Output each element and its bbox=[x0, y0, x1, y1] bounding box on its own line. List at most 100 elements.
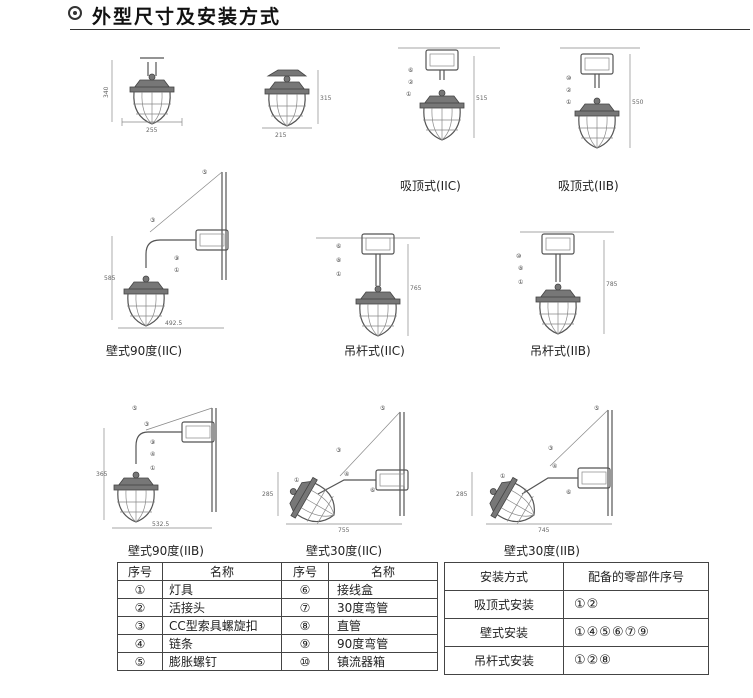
dim-width-2: 215 bbox=[275, 132, 287, 139]
part-name: 90度弯管 bbox=[328, 634, 438, 653]
svg-text:⑥: ⑥ bbox=[336, 243, 341, 250]
svg-text:⑤: ⑤ bbox=[380, 405, 385, 412]
dim-height-7: 785 bbox=[606, 281, 618, 288]
part-name: 直管 bbox=[328, 616, 438, 635]
dim-width-10: 745 bbox=[538, 527, 550, 534]
section-header: 外型尺寸及安装方式 bbox=[0, 0, 753, 30]
part-name: 膨胀螺钉 bbox=[162, 652, 282, 671]
caption-ceiling-iib: 吸顶式(IIB) bbox=[558, 179, 619, 193]
header-name-1: 名称 bbox=[162, 562, 282, 581]
install-parts: ①②⑧ bbox=[563, 646, 709, 675]
part-name: 活接头 bbox=[162, 598, 282, 617]
dim-height-5: 585 bbox=[104, 275, 116, 282]
dim-height-6: 765 bbox=[410, 285, 422, 292]
svg-text:⑥: ⑥ bbox=[408, 67, 413, 74]
drawing-ceiling-simple-1: 255 340 bbox=[103, 57, 183, 134]
parts-table-header: 序号 名称 序号 名称 bbox=[117, 562, 438, 581]
svg-text:③: ③ bbox=[336, 447, 341, 454]
dim-width-9: 755 bbox=[338, 527, 350, 534]
svg-text:②: ② bbox=[566, 87, 572, 94]
install-table-header: 安装方式 配备的零部件序号 bbox=[444, 562, 709, 591]
parts-table: 序号 名称 序号 名称 ① 灯具 ⑥ 接线盒 ② 活接头 ⑦ 30度弯管 ③ C… bbox=[117, 562, 438, 671]
drawing-wall90-iic: ⑤③ ⑨① 492.5 585 bbox=[104, 169, 229, 329]
drawing-wall90-iib: ⑤③ ⑨④① 532.5 365 bbox=[96, 405, 217, 529]
svg-text:⑧: ⑧ bbox=[518, 265, 523, 272]
table-row: ④ 链条 ⑨ 90度弯管 bbox=[117, 634, 438, 653]
bullet-circle-icon bbox=[68, 6, 82, 20]
svg-text:①: ① bbox=[174, 267, 179, 274]
svg-text:⑧: ⑧ bbox=[336, 257, 341, 264]
svg-text:④: ④ bbox=[150, 451, 155, 458]
svg-text:⑩: ⑩ bbox=[566, 75, 571, 82]
table-row: 吸顶式安装 ①② bbox=[444, 590, 709, 619]
svg-text:⑤: ⑤ bbox=[132, 405, 137, 412]
svg-text:⑤: ⑤ bbox=[594, 405, 599, 412]
svg-text:②: ② bbox=[408, 79, 414, 86]
drawing-ceiling-simple-2: 215 315 bbox=[262, 69, 332, 139]
install-parts: ①④⑤⑥⑦⑨ bbox=[563, 618, 709, 647]
dim-height-3: 515 bbox=[476, 95, 488, 102]
part-no: ⑥ bbox=[281, 580, 329, 599]
install-method: 壁式安装 bbox=[444, 618, 564, 647]
svg-text:④: ④ bbox=[344, 471, 349, 478]
part-name: 灯具 bbox=[162, 580, 282, 599]
install-table: 安装方式 配备的零部件序号 吸顶式安装 ①② 壁式安装 ①④⑤⑥⑦⑨ 吊杆式安装… bbox=[444, 562, 709, 675]
caption-wall90-iib: 壁式90度(IIB) bbox=[128, 544, 204, 558]
install-method: 吊杆式安装 bbox=[444, 646, 564, 675]
part-no: ① bbox=[117, 580, 163, 599]
svg-text:⑥: ⑥ bbox=[566, 489, 571, 496]
part-no: ⑤ bbox=[117, 652, 163, 671]
drawing-wall30-iic: ⑤ ③ ④ ⑥ ① 755 285 bbox=[262, 405, 409, 535]
header-no-2: 序号 bbox=[281, 562, 329, 581]
svg-text:⑨: ⑨ bbox=[150, 439, 155, 446]
part-no: ③ bbox=[117, 616, 163, 635]
drawing-wall30-iib: ⑤③ ④⑥① 745 285 bbox=[456, 405, 613, 535]
header-install-method: 安装方式 bbox=[444, 562, 564, 591]
part-name: 链条 bbox=[162, 634, 282, 653]
dim-height-4: 550 bbox=[632, 99, 644, 106]
title-underline bbox=[70, 29, 750, 30]
svg-text:①: ① bbox=[500, 473, 505, 480]
dim-height-10: 285 bbox=[456, 491, 468, 498]
dim-height-1: 340 bbox=[103, 86, 110, 98]
svg-text:①: ① bbox=[566, 99, 571, 106]
svg-text:⑥: ⑥ bbox=[370, 487, 375, 494]
drawing-pendant-iib: ⑩ ⑧ ① 785 bbox=[516, 231, 618, 335]
caption-ceiling-iic: 吸顶式(IIC) bbox=[400, 179, 461, 193]
part-no: ⑦ bbox=[281, 598, 329, 617]
dim-height-9: 285 bbox=[262, 491, 274, 498]
svg-text:③: ③ bbox=[144, 421, 149, 428]
caption-wall30-iic: 壁式30度(IIC) bbox=[306, 544, 383, 558]
svg-text:①: ① bbox=[406, 91, 411, 98]
caption-pendant-iib: 吊杆式(IIB) bbox=[530, 344, 591, 358]
section-title: 外型尺寸及安装方式 bbox=[92, 6, 282, 28]
header-name-2: 名称 bbox=[328, 562, 438, 581]
svg-text:①: ① bbox=[294, 477, 299, 484]
drawing-ceiling-iib: ⑩ ② ① 550 bbox=[560, 47, 644, 149]
table-row: 吊杆式安装 ①②⑧ bbox=[444, 646, 709, 675]
header-parts-list: 配备的零部件序号 bbox=[563, 562, 709, 591]
svg-text:⑨: ⑨ bbox=[174, 255, 179, 262]
svg-text:③: ③ bbox=[150, 217, 155, 224]
svg-text:①: ① bbox=[518, 279, 523, 286]
table-row: ② 活接头 ⑦ 30度弯管 bbox=[117, 598, 438, 617]
svg-text:①: ① bbox=[150, 465, 155, 472]
svg-text:①: ① bbox=[336, 271, 341, 278]
part-no: ⑧ bbox=[281, 616, 329, 635]
dim-width-8: 532.5 bbox=[152, 521, 169, 528]
part-no: ⑩ bbox=[281, 652, 329, 671]
part-no: ④ bbox=[117, 634, 163, 653]
table-row: ⑤ 膨胀螺钉 ⑩ 镇流器箱 bbox=[117, 652, 438, 671]
caption-wall90-iic: 壁式90度(IIC) bbox=[106, 344, 183, 358]
part-name: 30度弯管 bbox=[328, 598, 438, 617]
dim-width-5: 492.5 bbox=[165, 320, 182, 327]
part-no: ② bbox=[117, 598, 163, 617]
svg-text:⑩: ⑩ bbox=[516, 253, 521, 260]
table-row: ③ CC型索具螺旋扣 ⑧ 直管 bbox=[117, 616, 438, 635]
dim-width-1: 255 bbox=[146, 127, 158, 134]
svg-text:④: ④ bbox=[552, 463, 557, 470]
caption-pendant-iic: 吊杆式(IIC) bbox=[344, 344, 405, 358]
table-row: 壁式安装 ①④⑤⑥⑦⑨ bbox=[444, 618, 709, 647]
part-no: ⑨ bbox=[281, 634, 329, 653]
dim-height-2: 315 bbox=[320, 95, 332, 102]
